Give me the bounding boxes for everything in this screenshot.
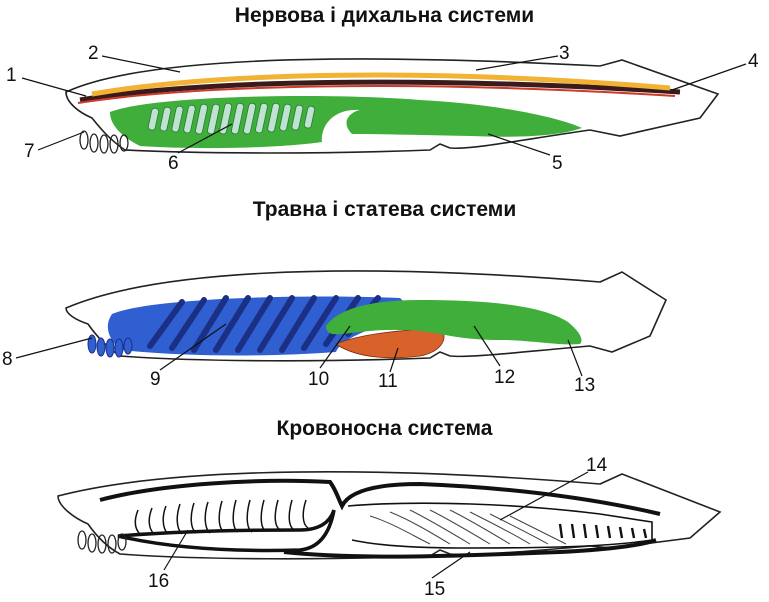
- label-15: 15: [424, 580, 445, 599]
- label-16: 16: [148, 572, 169, 591]
- label-4: 4: [748, 52, 759, 71]
- panel-circulatory: [58, 472, 720, 559]
- label-1: 1: [6, 66, 17, 85]
- label-13: 13: [574, 376, 595, 395]
- label-8: 8: [2, 350, 13, 369]
- label-7: 7: [24, 142, 35, 161]
- panel-digestive-reproductive: [66, 271, 666, 361]
- panel-nervous-respiratory: [66, 59, 718, 153]
- label-2: 2: [88, 44, 99, 63]
- label-12: 12: [494, 368, 515, 387]
- label-9: 9: [150, 370, 161, 389]
- label-5: 5: [552, 154, 563, 173]
- label-14: 14: [586, 456, 607, 475]
- label-11: 11: [378, 372, 398, 391]
- title-nervous-respiratory: Нервова і дихальна системи: [0, 4, 769, 28]
- title-circulatory: Кровоносна система: [0, 417, 769, 441]
- label-3: 3: [559, 44, 570, 63]
- title-digestive-reproductive: Травна і статева системи: [0, 198, 769, 222]
- label-6: 6: [168, 154, 179, 173]
- label-10: 10: [308, 370, 329, 389]
